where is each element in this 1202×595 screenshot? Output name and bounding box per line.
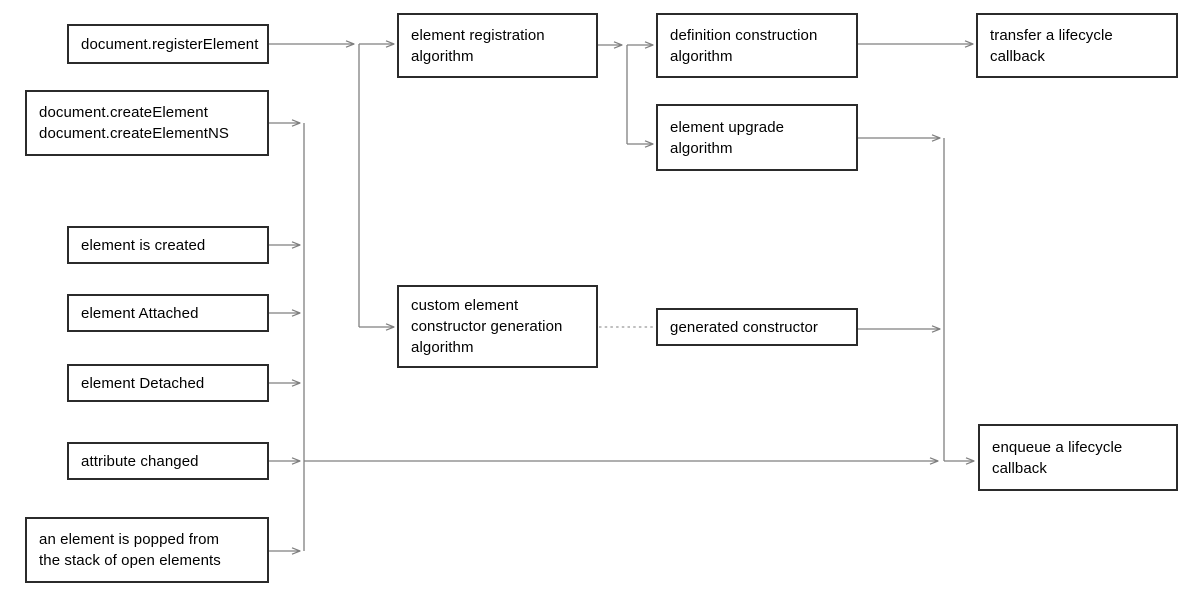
- node-element-detached: element Detached: [67, 364, 269, 402]
- node-custom-element-constructor-generation-algorithm: custom element constructor generation al…: [397, 285, 598, 368]
- node-element-is-created: element is created: [67, 226, 269, 264]
- node-transfer-a-lifecycle-callback: transfer a lifecycle callback: [976, 13, 1178, 78]
- node-document-register-element: document.registerElement: [67, 24, 269, 64]
- node-element-popped-from-stack: an element is popped from the stack of o…: [25, 517, 269, 583]
- node-definition-construction-algorithm: definition construction algorithm: [656, 13, 858, 78]
- node-attribute-changed: attribute changed: [67, 442, 269, 480]
- node-element-attached: element Attached: [67, 294, 269, 332]
- node-element-registration-algorithm: element registration algorithm: [397, 13, 598, 78]
- node-generated-constructor: generated constructor: [656, 308, 858, 346]
- node-element-upgrade-algorithm: element upgrade algorithm: [656, 104, 858, 171]
- node-enqueue-a-lifecycle-callback: enqueue a lifecycle callback: [978, 424, 1178, 491]
- node-document-create-element: document.createElement document.createEl…: [25, 90, 269, 156]
